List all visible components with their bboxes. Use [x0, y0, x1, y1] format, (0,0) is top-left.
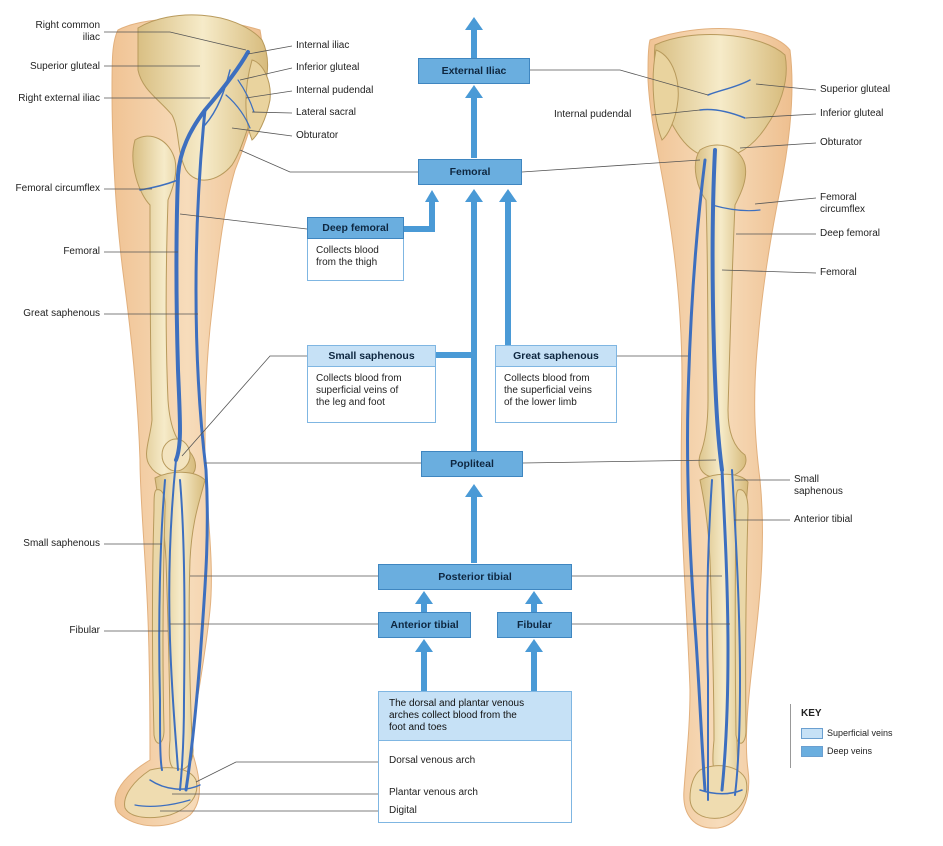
label-obturator-right: Obturator — [820, 137, 863, 148]
anterior-pelvis — [137, 14, 269, 181]
box-posterior-tibial: Posterior tibial — [378, 564, 572, 590]
arch-item-plantar: Plantar venous arch — [389, 787, 478, 798]
box-small-saphenous-desc: Collects blood from superficial veins of… — [307, 367, 436, 423]
box-anterior-tibial: Anterior tibial — [378, 612, 471, 638]
box-venous-arches-desc: The dorsal and plantar venous arches col… — [378, 691, 572, 741]
label-superior-gluteal-right: Superior gluteal — [820, 84, 891, 95]
label-deep-femoral-right: Deep femoral — [820, 228, 881, 239]
box-great-saphenous: Great saphenous — [495, 345, 617, 367]
legend-title: KEY — [801, 708, 822, 719]
label-right-external-iliac: Right external iliac — [18, 93, 100, 104]
leader-lines — [104, 31, 817, 812]
label-superior-gluteal-left: Superior gluteal — [29, 61, 100, 72]
box-great-saphenous-desc: Collects blood from the superficial vein… — [495, 367, 617, 423]
label-right-common-iliac: Right common iliac — [35, 20, 100, 43]
flow-arrows — [404, 17, 543, 691]
anterior-sacrum — [245, 59, 271, 141]
box-external-iliac: External Iliac — [418, 58, 530, 84]
label-great-saphenous-left: Great saphenous — [23, 308, 100, 319]
label-internal-iliac: Internal iliac — [296, 40, 350, 51]
box-femoral: Femoral — [418, 159, 522, 185]
box-deep-femoral-desc: Collects blood from the thigh — [307, 239, 404, 281]
anterior-veins — [134, 50, 255, 807]
legend-swatch-superficial — [801, 728, 823, 739]
label-internal-pudendal-right: Internal pudendal — [554, 109, 632, 120]
posterior-leg — [647, 28, 793, 829]
label-lateral-sacral: Lateral sacral — [296, 107, 357, 118]
posterior-fibula — [734, 489, 749, 744]
label-internal-pudendal-left: Internal pudendal — [296, 85, 374, 96]
box-venous-arches-list: Dorsal venous arch Plantar venous arch D… — [378, 741, 572, 823]
arch-item-dorsal: Dorsal venous arch — [389, 755, 476, 766]
label-anterior-tibial-right: Anterior tibial — [794, 514, 853, 525]
label-femoral-right: Femoral — [820, 267, 857, 278]
box-small-saphenous: Small saphenous — [307, 345, 436, 367]
label-femoral-circumflex-right: Femoral circumflex — [820, 192, 866, 215]
legend-label-deep: Deep veins — [827, 746, 873, 756]
posterior-femur — [694, 144, 747, 479]
arch-item-digital: Digital — [389, 805, 417, 816]
box-popliteal: Popliteal — [421, 451, 523, 477]
label-obturator-left: Obturator — [296, 130, 339, 141]
legend-key: KEY Superficial veins Deep veins — [790, 704, 901, 768]
anterior-leg — [111, 14, 271, 827]
label-fibular-left: Fibular — [69, 625, 100, 636]
label-small-saphenous-right: Small saphenous — [794, 474, 843, 497]
label-femoral-circumflex-left: Femoral circumflex — [15, 183, 100, 194]
posterior-sacrum — [652, 49, 679, 141]
box-fibular: Fibular — [497, 612, 572, 638]
label-inferior-gluteal-right: Inferior gluteal — [820, 108, 884, 119]
legend-swatch-deep — [801, 746, 823, 757]
box-deep-femoral: Deep femoral — [307, 217, 404, 239]
posterior-veins — [685, 79, 761, 801]
legend-label-superficial: Superficial veins — [827, 728, 893, 738]
anterior-femur — [132, 135, 196, 479]
label-femoral-left: Femoral — [63, 246, 100, 257]
label-inferior-gluteal-left: Inferior gluteal — [296, 62, 360, 73]
label-small-saphenous-left: Small saphenous — [23, 538, 100, 549]
